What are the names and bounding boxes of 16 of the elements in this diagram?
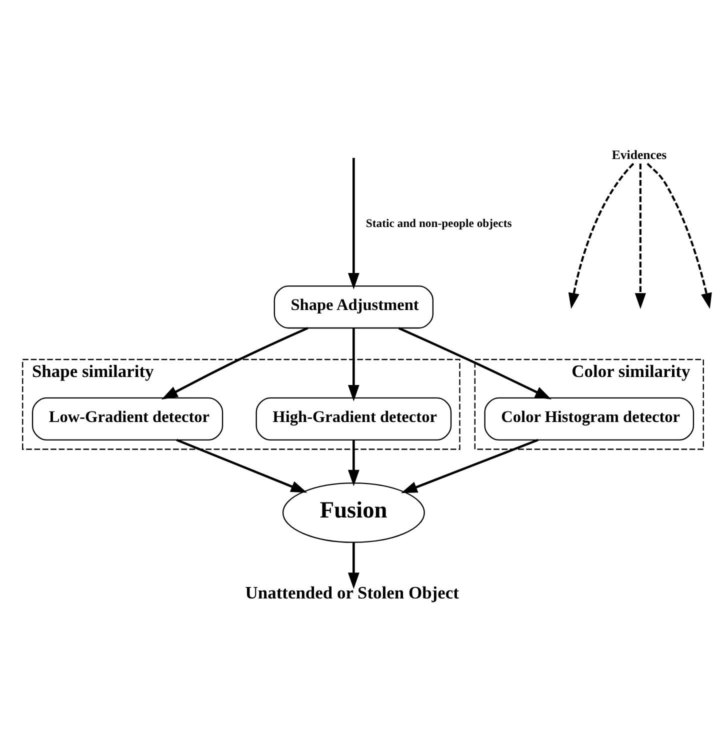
arrow [348, 542, 360, 588]
node-box: High-Gradient detector [256, 396, 452, 440]
arrow [348, 157, 360, 289]
arrow [398, 326, 552, 399]
node-text: Unattended or Stolen Object [245, 582, 459, 602]
arrow [634, 163, 646, 308]
arrow [646, 162, 712, 308]
arrow [568, 162, 634, 308]
node-text: Evidences [612, 147, 667, 162]
arrow [348, 439, 360, 486]
node-box: Low-Gradient detector [32, 396, 224, 440]
node-box: Shape Adjustment [274, 284, 434, 328]
arrow [348, 328, 360, 401]
arrow [161, 326, 308, 399]
edge-label: Static and non-people objects [366, 216, 512, 230]
node-box: Color Histogram detector [484, 396, 694, 440]
